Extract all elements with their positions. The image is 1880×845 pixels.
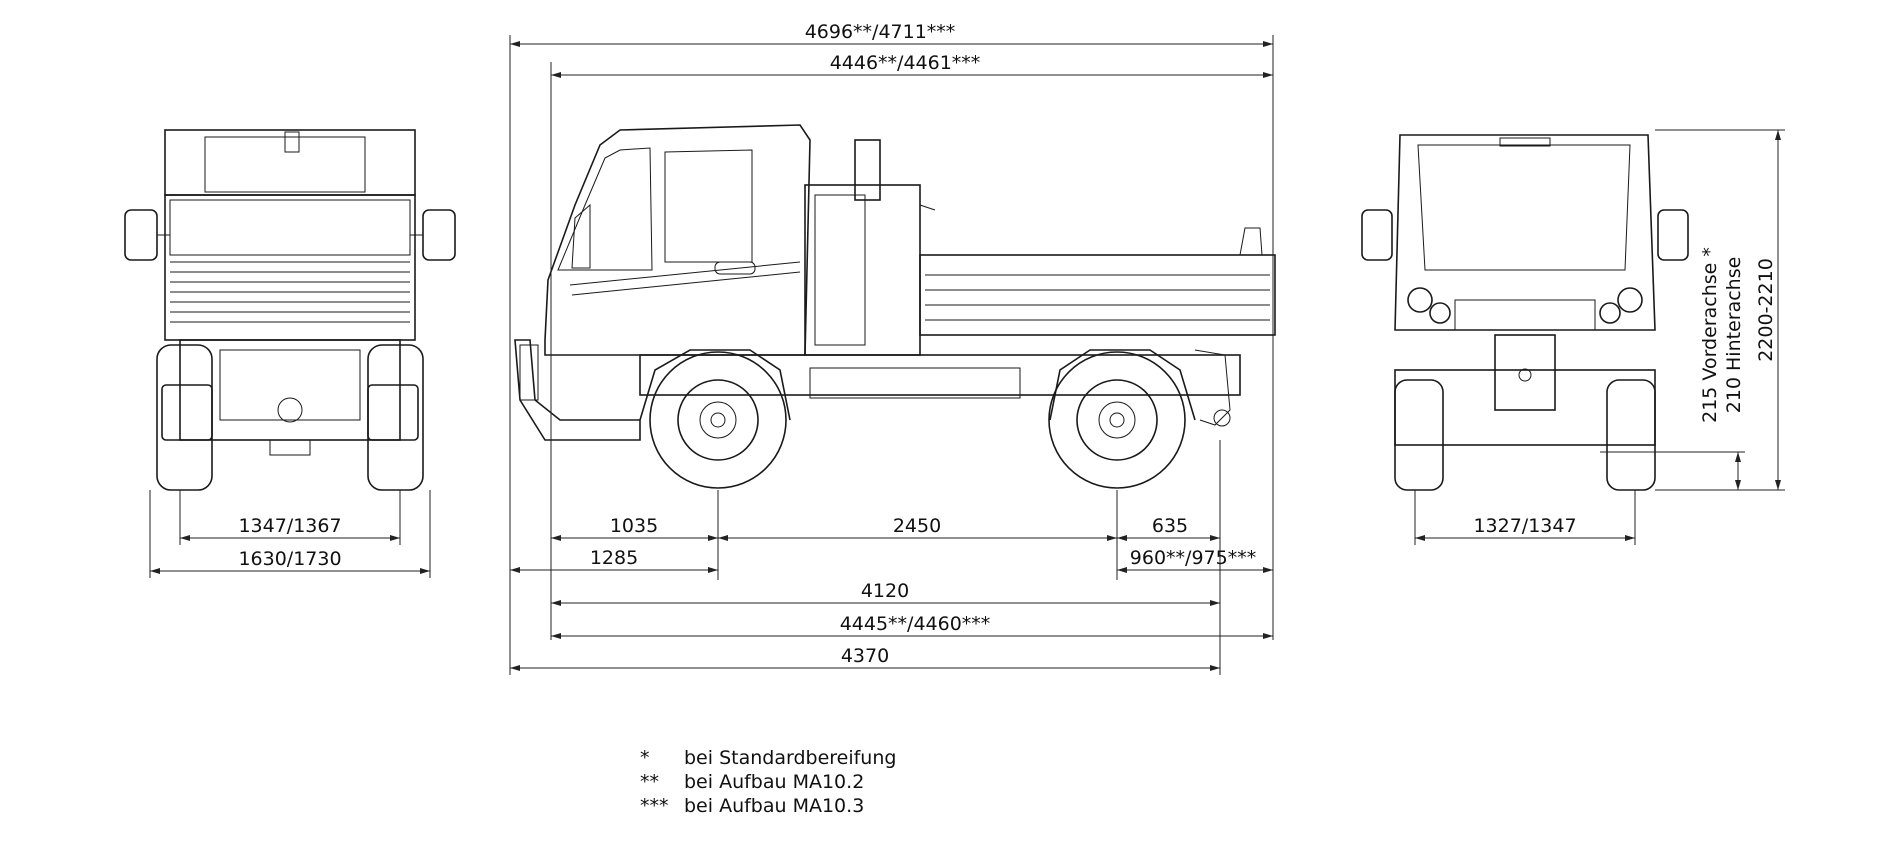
- legend-item: ** bei Aufbau MA10.2: [640, 770, 896, 794]
- clearance-rear-label: 210 Hinterachse: [1723, 257, 1745, 414]
- overall-top-dimension: 4696**/4711***: [510, 21, 1273, 47]
- rear-track-label: 1347/1367: [238, 515, 341, 537]
- rear-to-end-dimension: 960**/975***: [1117, 547, 1273, 573]
- front-overhang-dimension: 1035: [551, 515, 718, 541]
- rear-track-dimension: 1347/1367: [179, 490, 401, 545]
- wheelbase-dimension: 2450: [718, 515, 1117, 541]
- length-4370-label: 4370: [841, 645, 889, 667]
- length-4445-dimension: 4445**/4460***: [551, 613, 1273, 639]
- length-4370-dimension: 4370: [510, 645, 1220, 671]
- legend-symbol: **: [640, 771, 659, 793]
- length-4445-label: 4445**/4460***: [840, 613, 991, 635]
- overall-top-label: 4696**/4711***: [805, 21, 956, 43]
- clearance-front-label: 215 Vorderachse *: [1699, 247, 1721, 423]
- front-view-vehicle: [1361, 134, 1689, 491]
- legend-item: *** bei Aufbau MA10.3: [640, 794, 896, 818]
- legend-symbol: ***: [640, 795, 669, 817]
- legend-text: bei Aufbau MA10.3: [684, 795, 865, 817]
- length-4120-dimension: 4120: [551, 580, 1220, 606]
- footnote-legend: * bei Standardbereifung ** bei Aufbau MA…: [640, 746, 896, 818]
- front-track-dimension: 1327/1347: [1414, 490, 1636, 545]
- rear-view-vehicle: [124, 129, 456, 491]
- rear-to-end-label: 960**/975***: [1130, 547, 1256, 569]
- legend-text: bei Aufbau MA10.2: [684, 771, 865, 793]
- rear-overhang-dimension: 635: [1117, 515, 1220, 541]
- front-to-axle-label: 1285: [590, 547, 638, 569]
- front-track-label: 1327/1347: [1473, 515, 1576, 537]
- front-to-axle-dimension: 1285: [510, 547, 718, 573]
- side-view-vehicle: [514, 124, 1276, 489]
- height-dimension: 2200-2210: [1600, 129, 1785, 491]
- rear-width-label: 1630/1730: [238, 548, 341, 570]
- height-label: 2200-2210: [1755, 258, 1777, 362]
- length-4120-label: 4120: [861, 580, 909, 602]
- legend-item: * bei Standardbereifung: [640, 746, 896, 770]
- legend-text: bei Standardbereifung: [684, 747, 897, 769]
- clearance-dimension: 210 Hinterachse 215 Vorderachse *: [1699, 247, 1745, 490]
- legend-symbol: *: [640, 747, 650, 769]
- rear-overhang-label: 635: [1152, 515, 1188, 537]
- front-overhang-label: 1035: [610, 515, 658, 537]
- overall-second-dimension: 4446**/4461***: [551, 52, 1273, 78]
- wheelbase-label: 2450: [893, 515, 941, 537]
- rear-width-dimension: 1630/1730: [149, 490, 431, 578]
- overall-second-label: 4446**/4461***: [830, 52, 981, 74]
